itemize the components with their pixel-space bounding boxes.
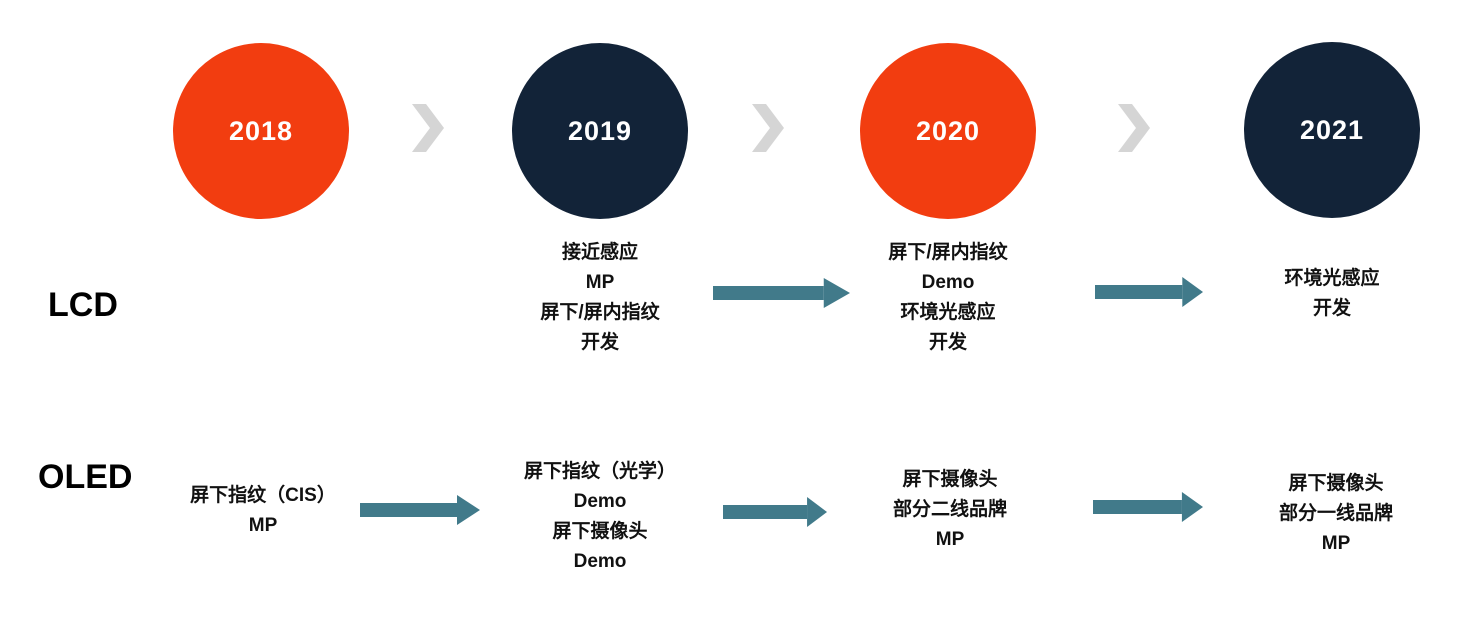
text-line: MP	[248, 515, 278, 536]
text-line: 开发	[1312, 298, 1352, 319]
text-line: 部分一线品牌	[1278, 503, 1394, 524]
oled-2019-milestones: 屏下指纹（光学） Demo 屏下摄像头 Demo	[524, 457, 676, 577]
text-line: Demo	[921, 272, 975, 293]
flow-arrow-icon	[713, 278, 850, 308]
text-line: 开发	[580, 332, 619, 353]
chevron-right-icon	[412, 104, 444, 152]
flow-arrow-icon	[1095, 277, 1203, 307]
text-line: MP	[585, 272, 615, 293]
text-line: 屏下摄像头	[1288, 473, 1384, 494]
text-line: 环境光感应	[900, 302, 996, 323]
year-label-2019: 2019	[567, 115, 633, 146]
text-line: MP	[1321, 533, 1351, 554]
chevron-right-icon	[752, 104, 784, 152]
text-line: 屏下摄像头	[902, 469, 998, 490]
lcd-row-label: LCD	[48, 286, 118, 324]
flow-arrow-icon	[360, 495, 480, 525]
text-line: 屏下/屏内指纹	[888, 242, 1008, 263]
lcd-2019-milestones: 接近感应 MP 屏下/屏内指纹 开发	[540, 238, 659, 358]
text-line: 环境光感应	[1284, 268, 1380, 289]
text-line: 屏下/屏内指纹	[540, 302, 660, 323]
year-circle-2020: 2020	[860, 43, 1036, 219]
year-label-2018: 2018	[228, 115, 294, 146]
text-line: 接近感应	[561, 242, 638, 263]
flow-arrow-icon	[723, 497, 827, 527]
text-line: 屏下指纹（光学）	[523, 461, 677, 482]
oled-2021-milestones: 屏下摄像头 部分一线品牌 MP	[1279, 469, 1393, 559]
text-line: 屏下摄像头	[552, 521, 648, 542]
text-line: 开发	[928, 332, 967, 353]
lcd-2020-milestones: 屏下/屏内指纹 Demo 环境光感应 开发	[888, 238, 1007, 358]
year-circle-2021: 2021	[1244, 42, 1420, 218]
text-line: 部分二线品牌	[892, 499, 1008, 520]
oled-row-label: OLED	[38, 458, 133, 496]
year-label-2021: 2021	[1299, 114, 1365, 145]
oled-2018-milestones: 屏下指纹（CIS） MP	[190, 481, 336, 541]
year-circle-2018: 2018	[173, 43, 349, 219]
text-line: MP	[935, 529, 965, 550]
oled-2020-milestones: 屏下摄像头 部分二线品牌 MP	[893, 465, 1007, 555]
flow-arrow-icon	[1093, 492, 1203, 522]
text-line: Demo	[573, 491, 627, 512]
text-line: 屏下指纹（CIS）	[190, 485, 336, 506]
text-line: Demo	[573, 551, 627, 572]
lcd-2021-milestones: 环境光感应 开发	[1284, 264, 1379, 324]
chevron-right-icon	[1118, 104, 1150, 152]
year-circle-2019: 2019	[512, 43, 688, 219]
year-label-2020: 2020	[915, 115, 981, 146]
